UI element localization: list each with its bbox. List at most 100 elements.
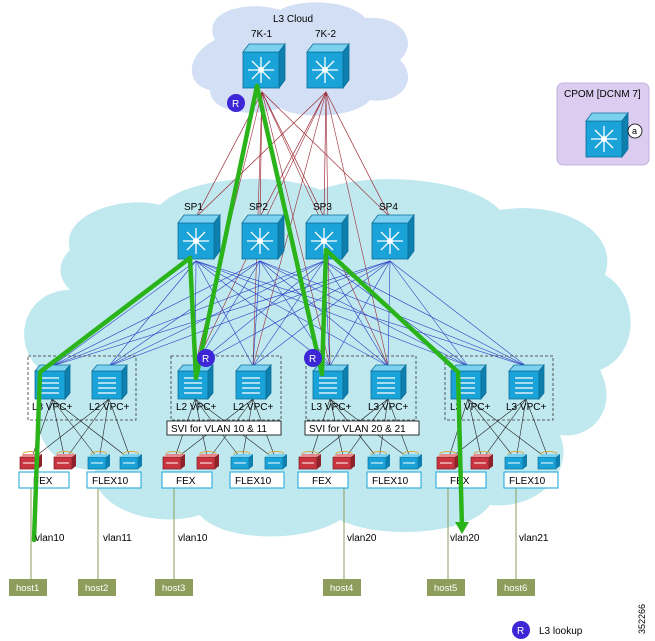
- leaf-fex-link: [467, 398, 517, 461]
- traffic-path-segment: [323, 247, 461, 375]
- router-badge-label: R: [232, 99, 239, 110]
- l3-cloud-title: L3 Cloud: [273, 14, 313, 25]
- leaf-group-3: L3 VPC+ L3 VPC+: [305, 355, 417, 421]
- traffic-path-segment: [31, 369, 43, 543]
- leaf-fex-link: [51, 398, 100, 461]
- svi-label: SVI for VLAN 20 & 21: [309, 424, 406, 435]
- fex-icon: [264, 451, 288, 470]
- vlan-label: vlan20: [347, 533, 377, 544]
- cpom-switch-icon: [585, 112, 629, 158]
- vlan-label: vlan10: [35, 533, 65, 544]
- spine-label: SP1: [184, 202, 203, 213]
- router-badge-leaf-3: R: [304, 349, 322, 367]
- spine-leaf-link: [329, 260, 391, 367]
- host-5: host5: [427, 579, 465, 596]
- fex-box-label: FEX: [312, 476, 332, 487]
- spine-label: SP4: [379, 202, 398, 213]
- spine-sp1: SP1: [177, 202, 221, 260]
- figure-id: 352266: [637, 604, 647, 634]
- fex-box-label: FEX: [176, 476, 196, 487]
- fex-box-label: FLEX10: [235, 476, 272, 487]
- leaf-fex-link: [51, 398, 132, 461]
- leaf-group-2: L2 VPC+ L2 VPC+: [170, 355, 282, 421]
- host-label: host2: [85, 583, 108, 594]
- host-6: host6: [497, 579, 535, 596]
- spine-leaf-link: [195, 260, 254, 367]
- leaf-group-4: L3 VPC+ L3 VPC+: [444, 355, 554, 421]
- svi-box-vlan-10-11: SVI for VLAN 10 & 11: [166, 420, 282, 436]
- hosts: host1 host2 host3 host4 host5 host6: [9, 579, 535, 596]
- spine-leaf-link: [108, 260, 391, 367]
- router-badge-leaf-2: R: [197, 349, 215, 367]
- switch-icon: [371, 214, 415, 260]
- leaf-fex-link: [515, 398, 527, 461]
- leaf-group-1: L3 VPC+ L2 VPC+: [27, 355, 137, 421]
- leaf-switch-icon: [312, 364, 349, 400]
- host-label: host5: [434, 583, 457, 594]
- traffic-path-arrowhead: [455, 522, 469, 534]
- vlan-label: vlan20: [450, 533, 480, 544]
- leaf-switch-icon: [91, 364, 128, 400]
- legend-label: L3 lookup: [539, 626, 583, 637]
- spine-label: SP2: [249, 202, 268, 213]
- fex-icon: [298, 451, 322, 470]
- cpom-title: CPOM [DCNM 7]: [564, 89, 641, 100]
- traffic-path-segment: [455, 369, 465, 531]
- fex-icon: [504, 451, 528, 470]
- spine-sp3: SP3: [305, 202, 349, 260]
- host-label: host1: [16, 583, 39, 594]
- host-4: host4: [323, 579, 361, 596]
- spine-leaf-link: [108, 260, 197, 367]
- core-switch-7k-1: 7K-1: [242, 29, 286, 89]
- vlan-label: vlan21: [519, 533, 549, 544]
- fex-icon: [230, 451, 254, 470]
- spine-leaf-link: [389, 260, 527, 367]
- spine-leaf-link: [252, 260, 261, 367]
- host-label: host3: [162, 583, 185, 594]
- vlan-label: vlan10: [178, 533, 208, 544]
- traffic-path-segment: [187, 255, 199, 381]
- host-label: host6: [504, 583, 527, 594]
- core-spine-link: [323, 91, 327, 218]
- core-switch-7k-2: 7K-2: [306, 29, 350, 89]
- fex-icon: [367, 451, 391, 470]
- cpom-badge: a: [632, 126, 637, 136]
- spine-leaf-link: [108, 260, 261, 367]
- leaf-fex-link: [467, 398, 483, 461]
- svi-box-vlan-20-21: SVI for VLAN 20 & 21: [304, 420, 420, 436]
- spine-sp2: SP2: [241, 202, 285, 260]
- core-label: 7K-1: [251, 29, 273, 40]
- vlan-labels: vlan10 vlan11 vlan10 vlan20 vlan20 vlan2…: [35, 533, 549, 544]
- spine-leaf-link: [194, 260, 261, 367]
- spine-label: SP3: [313, 202, 332, 213]
- switch-icon: [241, 214, 285, 260]
- leaf-fex-link: [467, 398, 550, 461]
- fex-icon: [399, 451, 423, 470]
- host-1: host1: [9, 579, 47, 596]
- spine-leaf-link: [51, 260, 261, 367]
- spine-leaf-link: [51, 260, 197, 367]
- vlan-label: vlan11: [103, 533, 132, 544]
- host-2: host2: [78, 579, 116, 596]
- leaf-label: L2 VPC+: [233, 402, 273, 413]
- leaf-fex-link: [30, 398, 53, 461]
- fex-box-label: FLEX10: [509, 476, 546, 487]
- spine-leaf-link: [195, 260, 469, 367]
- fex-icon: [436, 451, 460, 470]
- core-leaf-link: [261, 91, 331, 367]
- leaf-label: L3 VPC+: [368, 402, 408, 413]
- traffic-path-layer: [31, 83, 469, 543]
- leaf-fex-link: [108, 398, 132, 461]
- core-label: 7K-2: [315, 29, 337, 40]
- fex-box-label: FLEX10: [372, 476, 409, 487]
- spine-leaf-link: [195, 260, 527, 367]
- switch-icon: [306, 43, 350, 89]
- leaf-label: L3 VPC+: [450, 402, 490, 413]
- router-badge-label: R: [202, 354, 209, 365]
- leaf-switch-icon: [508, 364, 545, 400]
- router-legend-icon: [512, 621, 530, 639]
- traffic-path-segment: [37, 255, 193, 375]
- core-spine-link: [325, 91, 391, 218]
- leaf-label: L2 VPC+: [89, 402, 129, 413]
